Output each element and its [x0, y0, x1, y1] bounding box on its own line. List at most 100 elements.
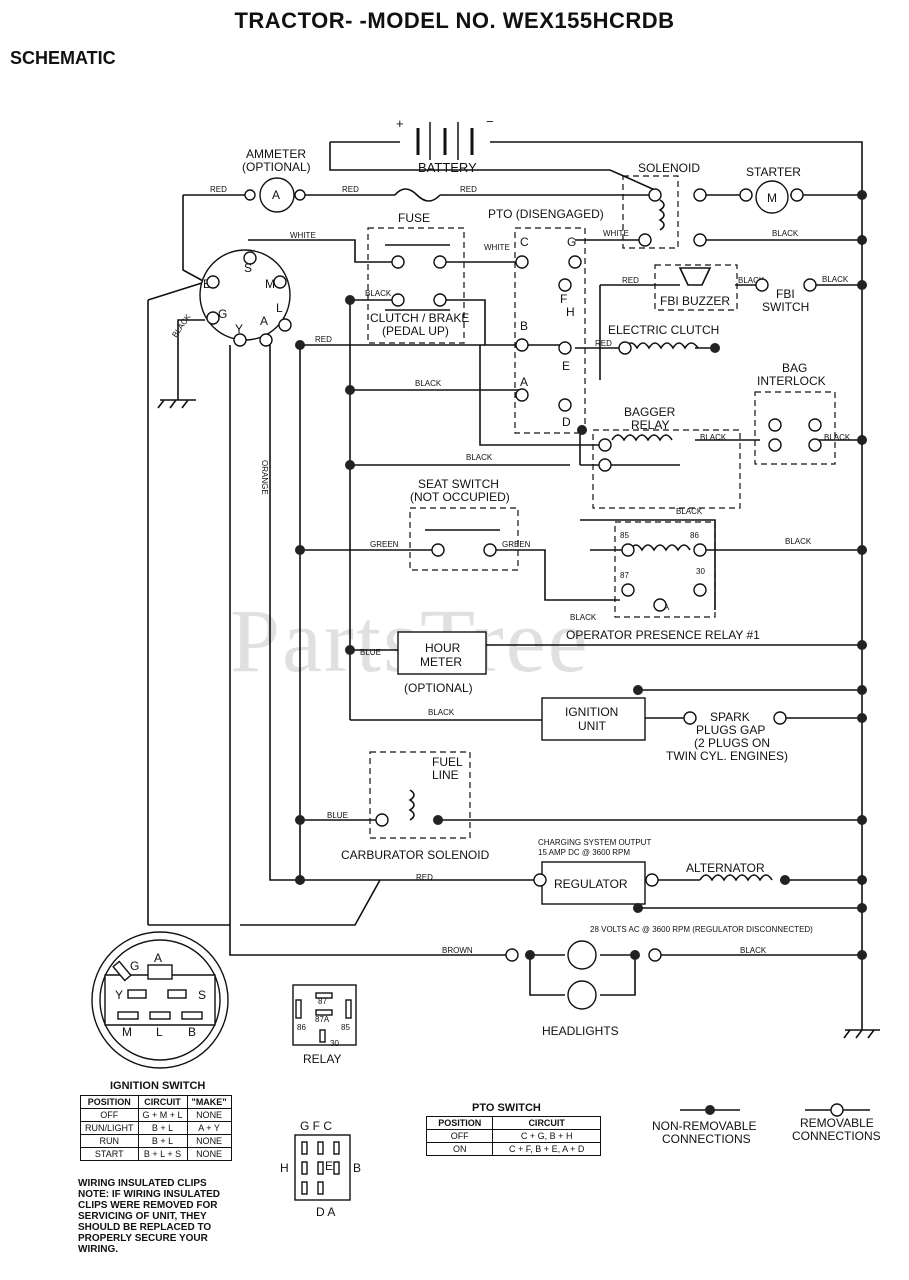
pto-terminal-h: H	[566, 305, 575, 319]
ign-cell: OFF	[80, 1108, 139, 1122]
pto-terminal-d: D	[562, 415, 571, 429]
legend-non-removable-2: CONNECTIONS	[662, 1132, 751, 1146]
seat-switch-label: SEAT SWITCH	[418, 477, 499, 491]
wire-label-black-4: BLACK	[822, 275, 849, 284]
pto-switch-face-icon	[294, 1134, 351, 1201]
pto-cell: C + G, B + H	[492, 1129, 601, 1143]
wire-label-white-1: WHITE	[290, 231, 316, 240]
face-terminal-s: S	[198, 988, 206, 1002]
ignition-unit-box	[541, 697, 646, 741]
ammeter-optional-label: (OPTIONAL)	[242, 160, 311, 174]
solenoid-coil-icon	[658, 199, 665, 231]
wire-label-black-3: BLACK	[738, 276, 765, 285]
face-terminal-a: A	[154, 951, 162, 965]
table-row: START B + L + S NONE	[80, 1147, 232, 1161]
wire-label-red-1: RED	[210, 185, 227, 194]
carb-solenoid-label: CARBURATOR SOLENOID	[341, 848, 490, 862]
bag-interlock-box	[754, 391, 836, 465]
pto-cell: C + F, B + E, A + D	[492, 1142, 601, 1156]
wire-label-black-13: BLACK	[740, 946, 767, 955]
operator-relay-box	[614, 521, 716, 618]
bag-interlock-label: BAG	[782, 361, 807, 375]
alternator-coil-icon	[699, 874, 773, 882]
wire-label-brown: BROWN	[442, 946, 473, 955]
spark-label-4: TWIN CYL. ENGINES)	[666, 749, 788, 763]
ignition-unit-label: IGNITION	[565, 705, 618, 719]
pto-terminal-c: C	[520, 235, 529, 249]
ign-cell: NONE	[186, 1134, 232, 1148]
clutch-brake-pedal-label: (PEDAL UP)	[382, 324, 449, 338]
headlights-label: HEADLIGHTS	[542, 1024, 619, 1038]
pto-face-top: G F C	[300, 1119, 332, 1133]
wire-label-blue-2: BLUE	[327, 811, 348, 820]
pto-switch-box	[514, 227, 586, 434]
page-title: TRACTOR- -MODEL NO. WEX155HCRDB	[234, 8, 675, 33]
relay-terminal-86: 86	[690, 531, 699, 540]
operator-relay-label: OPERATOR PRESENCE RELAY #1	[566, 628, 760, 642]
ign-cell: NONE	[186, 1147, 232, 1161]
table-row: RUN B + L NONE	[80, 1134, 232, 1148]
clutch-brake-label: CLUTCH / BRAKE	[370, 311, 469, 325]
wire-label-red-6: RED	[595, 339, 612, 348]
wire-label-black-9: BLACK	[676, 507, 703, 516]
pto-cell: OFF	[425, 1129, 494, 1143]
removable-connections	[206, 188, 822, 962]
ign-cell: A + Y	[186, 1121, 232, 1135]
wire-label-green-1: GREEN	[370, 540, 399, 549]
wire-label-black-14: BLACK	[170, 312, 193, 339]
ignition-switch-table: POSITION CIRCUIT "MAKE" OFF G + M + L NO…	[80, 1095, 232, 1161]
carb-solenoid-box	[369, 751, 471, 839]
wire-label-red-7: RED	[416, 873, 433, 882]
wire-label-black-2: BLACK	[365, 289, 392, 298]
regulator-box	[541, 861, 646, 905]
fuel-line-label: FUEL	[432, 755, 463, 769]
ignition-unit-label-2: UNIT	[578, 719, 607, 733]
relay-diagram-icon	[292, 984, 357, 1046]
relay-terminal-87: 87	[620, 571, 629, 580]
wire-label-red-5: RED	[315, 335, 332, 344]
wire-label-red-2: RED	[342, 185, 359, 194]
non-removable-connections	[295, 190, 867, 960]
fuel-line-label-2: LINE	[432, 768, 459, 782]
clips-note-line: NOTE: IF WIRING INSULATED	[78, 1189, 221, 1200]
ign-terminal-a: A	[260, 314, 268, 328]
wire-label-black-1: BLACK	[772, 229, 799, 238]
wire-label-blue-1: BLUE	[360, 648, 381, 657]
alternator-label: ALTERNATOR	[686, 861, 765, 875]
hour-meter-box	[397, 631, 487, 675]
relay-terminal-30: 30	[696, 567, 705, 576]
relay-diag-30: 30	[330, 1039, 339, 1048]
page-subtitle: SCHEMATIC	[10, 48, 116, 68]
relay-diag-85: 85	[341, 1023, 350, 1032]
ign-cell: B + L	[137, 1134, 188, 1148]
clips-note-line: SHOULD BE REPLACED TO	[78, 1222, 212, 1233]
ign-header: POSITION	[80, 1095, 139, 1109]
face-terminal-b: B	[188, 1025, 196, 1039]
wire-label-black-12: BLACK	[428, 708, 455, 717]
pto-terminal-b: B	[520, 319, 528, 333]
ign-cell: RUN	[80, 1134, 139, 1148]
clips-note-line: CLIPS WERE REMOVED FOR	[78, 1200, 218, 1211]
hour-meter-label-2: METER	[420, 655, 462, 669]
face-terminal-m: M	[122, 1025, 132, 1039]
pto-header: POSITION	[425, 1116, 494, 1130]
wire-label-black-5: BLACK	[415, 379, 442, 388]
starter-motor-icon: M	[755, 180, 789, 214]
pto-label: PTO (DISENGAGED)	[488, 207, 604, 221]
table-row: RUN/LIGHT B + L A + Y	[80, 1121, 232, 1135]
spark-label-3: (2 PLUGS ON	[694, 736, 770, 750]
clutch-coil-icon	[624, 342, 699, 350]
wire-label-black-7: BLACK	[824, 433, 851, 442]
table-row: OFF G + M + L NONE	[80, 1108, 232, 1122]
hour-meter-optional-label: (OPTIONAL)	[404, 681, 473, 695]
ign-terminal-y: Y	[235, 322, 243, 336]
wire-label-red-3: RED	[460, 185, 477, 194]
fbi-buzzer-label: FBI BUZZER	[660, 294, 730, 308]
pto-header: CIRCUIT	[492, 1116, 601, 1130]
clips-note-title: WIRING INSULATED CLIPS	[78, 1178, 207, 1189]
ign-cell: B + L	[137, 1121, 188, 1135]
ign-terminal-m: M	[265, 277, 275, 291]
starter-label: STARTER	[746, 165, 801, 179]
bagger-relay-label-2: RELAY	[631, 418, 669, 432]
